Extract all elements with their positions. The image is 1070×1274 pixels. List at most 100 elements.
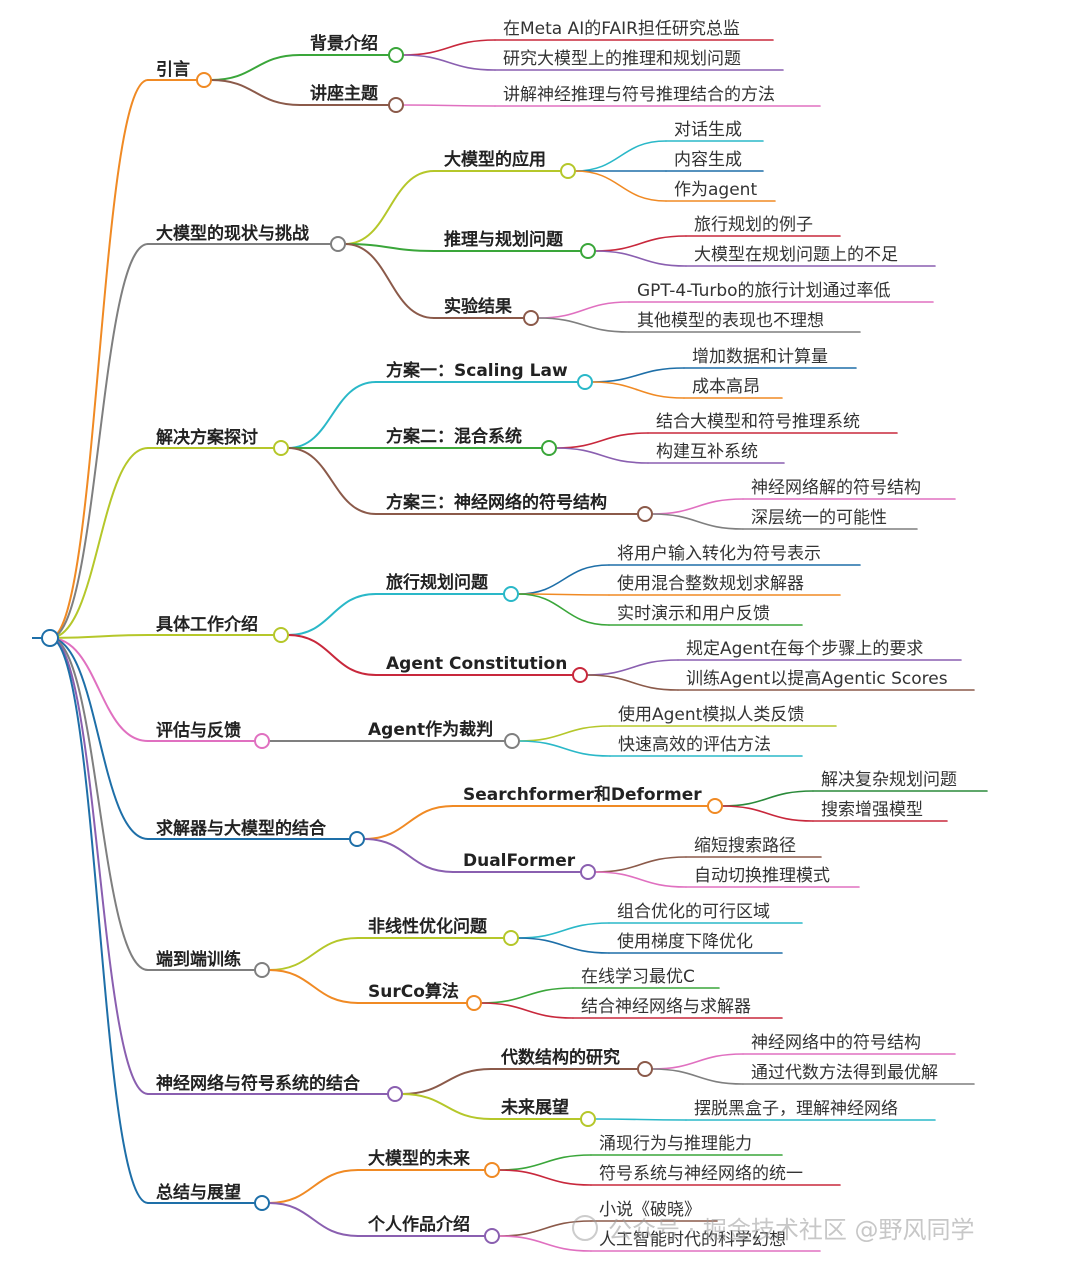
node-b8-1[interactable] <box>580 1111 596 1127</box>
edge-b4-1-0 <box>586 659 679 676</box>
leaf-b2-0-1: 内容生成 <box>674 150 742 170</box>
edge-b9-0-1 <box>498 1169 592 1186</box>
node-b1-0[interactable] <box>388 47 404 63</box>
edge-b2-1-1 <box>594 250 687 267</box>
node-b9[interactable] <box>254 1195 270 1211</box>
mindmap-underlines <box>147 39 988 1252</box>
edge-b8-0-0 <box>651 1053 744 1070</box>
topic-b9: 总结与展望 <box>156 1182 241 1203</box>
edge-b3-2-0 <box>651 498 744 515</box>
leaf-b1-0-0: 在Meta AI的FAIR担任研究总监 <box>503 19 740 39</box>
node-b5[interactable] <box>254 733 270 749</box>
node-b8[interactable] <box>387 1086 403 1102</box>
edge-b1-0-1 <box>402 54 496 71</box>
node-b4-0[interactable] <box>503 586 519 602</box>
subtopic-b2-2: 实验结果 <box>444 296 512 317</box>
watermark-logo-icon <box>572 1215 598 1241</box>
edge-root-b2 <box>49 243 149 639</box>
edge-b8-0 <box>401 1068 492 1095</box>
edge-b1-0 <box>210 54 301 81</box>
node-b7-0[interactable] <box>503 930 519 946</box>
node-b4[interactable] <box>273 627 289 643</box>
edge-b8-0-1 <box>651 1068 744 1085</box>
leaf-b9-0-0: 涌现行为与推理能力 <box>599 1134 752 1154</box>
edge-b2-2-1 <box>537 317 630 333</box>
leaf-b9-1-0: 小说《破晓》 <box>599 1200 701 1220</box>
node-b3[interactable] <box>273 440 289 456</box>
leaf-b7-1-0: 在线学习最优C <box>581 967 695 987</box>
leaf-b2-0-2: 作为agent <box>674 180 757 200</box>
subtopic-b2-1: 推理与规划问题 <box>444 229 564 250</box>
node-b2-0[interactable] <box>560 163 576 179</box>
node-b2[interactable] <box>330 236 346 252</box>
edge-root-b6 <box>49 637 149 840</box>
subtopic-b3-2: 方案三：神经网络的符号结构 <box>386 492 607 513</box>
mindmap-nodes <box>41 47 723 1244</box>
edge-b1-0-0 <box>402 39 496 56</box>
edge-b2-2 <box>344 243 435 319</box>
subtopic-b8-0: 代数结构的研究 <box>500 1047 620 1068</box>
node-b3-1[interactable] <box>541 440 557 456</box>
node-b3-0[interactable] <box>577 374 593 390</box>
topic-b6: 求解器与大模型的结合 <box>156 818 327 839</box>
edge-b2-0-2 <box>574 170 667 202</box>
leaf-b5-0-1: 快速高效的评估方法 <box>618 735 771 755</box>
node-b9-1[interactable] <box>484 1228 500 1244</box>
edge-root-b5 <box>49 637 149 742</box>
topic-b8: 神经网络与符号系统的结合 <box>156 1073 361 1094</box>
node-b7-1[interactable] <box>466 995 482 1011</box>
subtopic-b6-0: Searchformer和Deformer <box>463 785 702 805</box>
node-b5-0[interactable] <box>504 733 520 749</box>
edge-b6-1-0 <box>594 856 687 873</box>
leaf-b1-1-0: 讲解神经推理与符号推理结合的方法 <box>503 85 775 105</box>
node-b6[interactable] <box>349 831 365 847</box>
leaf-b6-0-0: 解决复杂规划问题 <box>821 770 957 790</box>
node-b6-1[interactable] <box>580 864 596 880</box>
node-b8-0[interactable] <box>637 1061 653 1077</box>
root-node[interactable] <box>41 629 59 647</box>
edge-root-b7 <box>49 637 149 971</box>
node-b4-1[interactable] <box>572 667 588 683</box>
subtopic-b2-0: 大模型的应用 <box>444 149 546 170</box>
subtopic-b8-1: 未来展望 <box>500 1097 569 1118</box>
edge-b4-0 <box>287 593 377 636</box>
topic-b4: 具体工作介绍 <box>155 614 258 635</box>
node-b3-2[interactable] <box>637 506 653 522</box>
leaf-b2-2-1: 其他模型的表现也不理想 <box>637 311 824 331</box>
edge-b4-1 <box>287 634 377 676</box>
subtopic-b6-1: DualFormer <box>463 851 576 871</box>
node-b2-2[interactable] <box>523 310 539 326</box>
leaf-b6-0-1: 搜索增强模型 <box>821 800 923 820</box>
node-b2-1[interactable] <box>580 243 596 259</box>
topic-b7: 端到端训练 <box>156 949 241 970</box>
leaf-b7-1-1: 结合神经网络与求解器 <box>581 997 751 1017</box>
node-b1-1[interactable] <box>388 97 404 113</box>
leaf-b7-0-1: 使用梯度下降优化 <box>617 931 753 952</box>
edge-b3-1-1 <box>555 447 649 464</box>
edge-root-b9 <box>49 637 149 1204</box>
node-b9-0[interactable] <box>484 1162 500 1178</box>
leaf-b2-1-1: 大模型在规划问题上的不足 <box>694 245 898 265</box>
edge-b4-0-1 <box>517 593 610 596</box>
subtopic-b3-0: 方案一：Scaling Law <box>386 360 568 381</box>
edge-b7-0-0 <box>517 922 610 939</box>
node-b7[interactable] <box>254 962 270 978</box>
leaf-b2-1-0: 旅行规划的例子 <box>694 215 813 235</box>
leaf-b3-2-1: 深层统一的可能性 <box>751 508 887 528</box>
edge-b2-1-0 <box>594 235 687 252</box>
edge-b3-2 <box>287 447 377 515</box>
topic-b3: 解决方案探讨 <box>156 427 258 448</box>
leaf-b6-1-1: 自动切换推理模式 <box>694 866 830 886</box>
node-b1[interactable] <box>196 72 212 88</box>
leaf-b8-0-0: 神经网络中的符号结构 <box>751 1033 921 1053</box>
leaf-b7-0-0: 组合优化的可行区域 <box>617 902 770 922</box>
subtopic-b7-0: 非线性优化问题 <box>368 916 488 937</box>
edge-root-b3 <box>49 447 149 639</box>
subtopic-b5-0: Agent作为裁判 <box>368 719 493 740</box>
edge-b2-0-0 <box>574 140 667 172</box>
node-b6-0[interactable] <box>707 798 723 814</box>
edge-root-b1 <box>49 79 149 639</box>
edge-root-b4 <box>49 634 149 639</box>
